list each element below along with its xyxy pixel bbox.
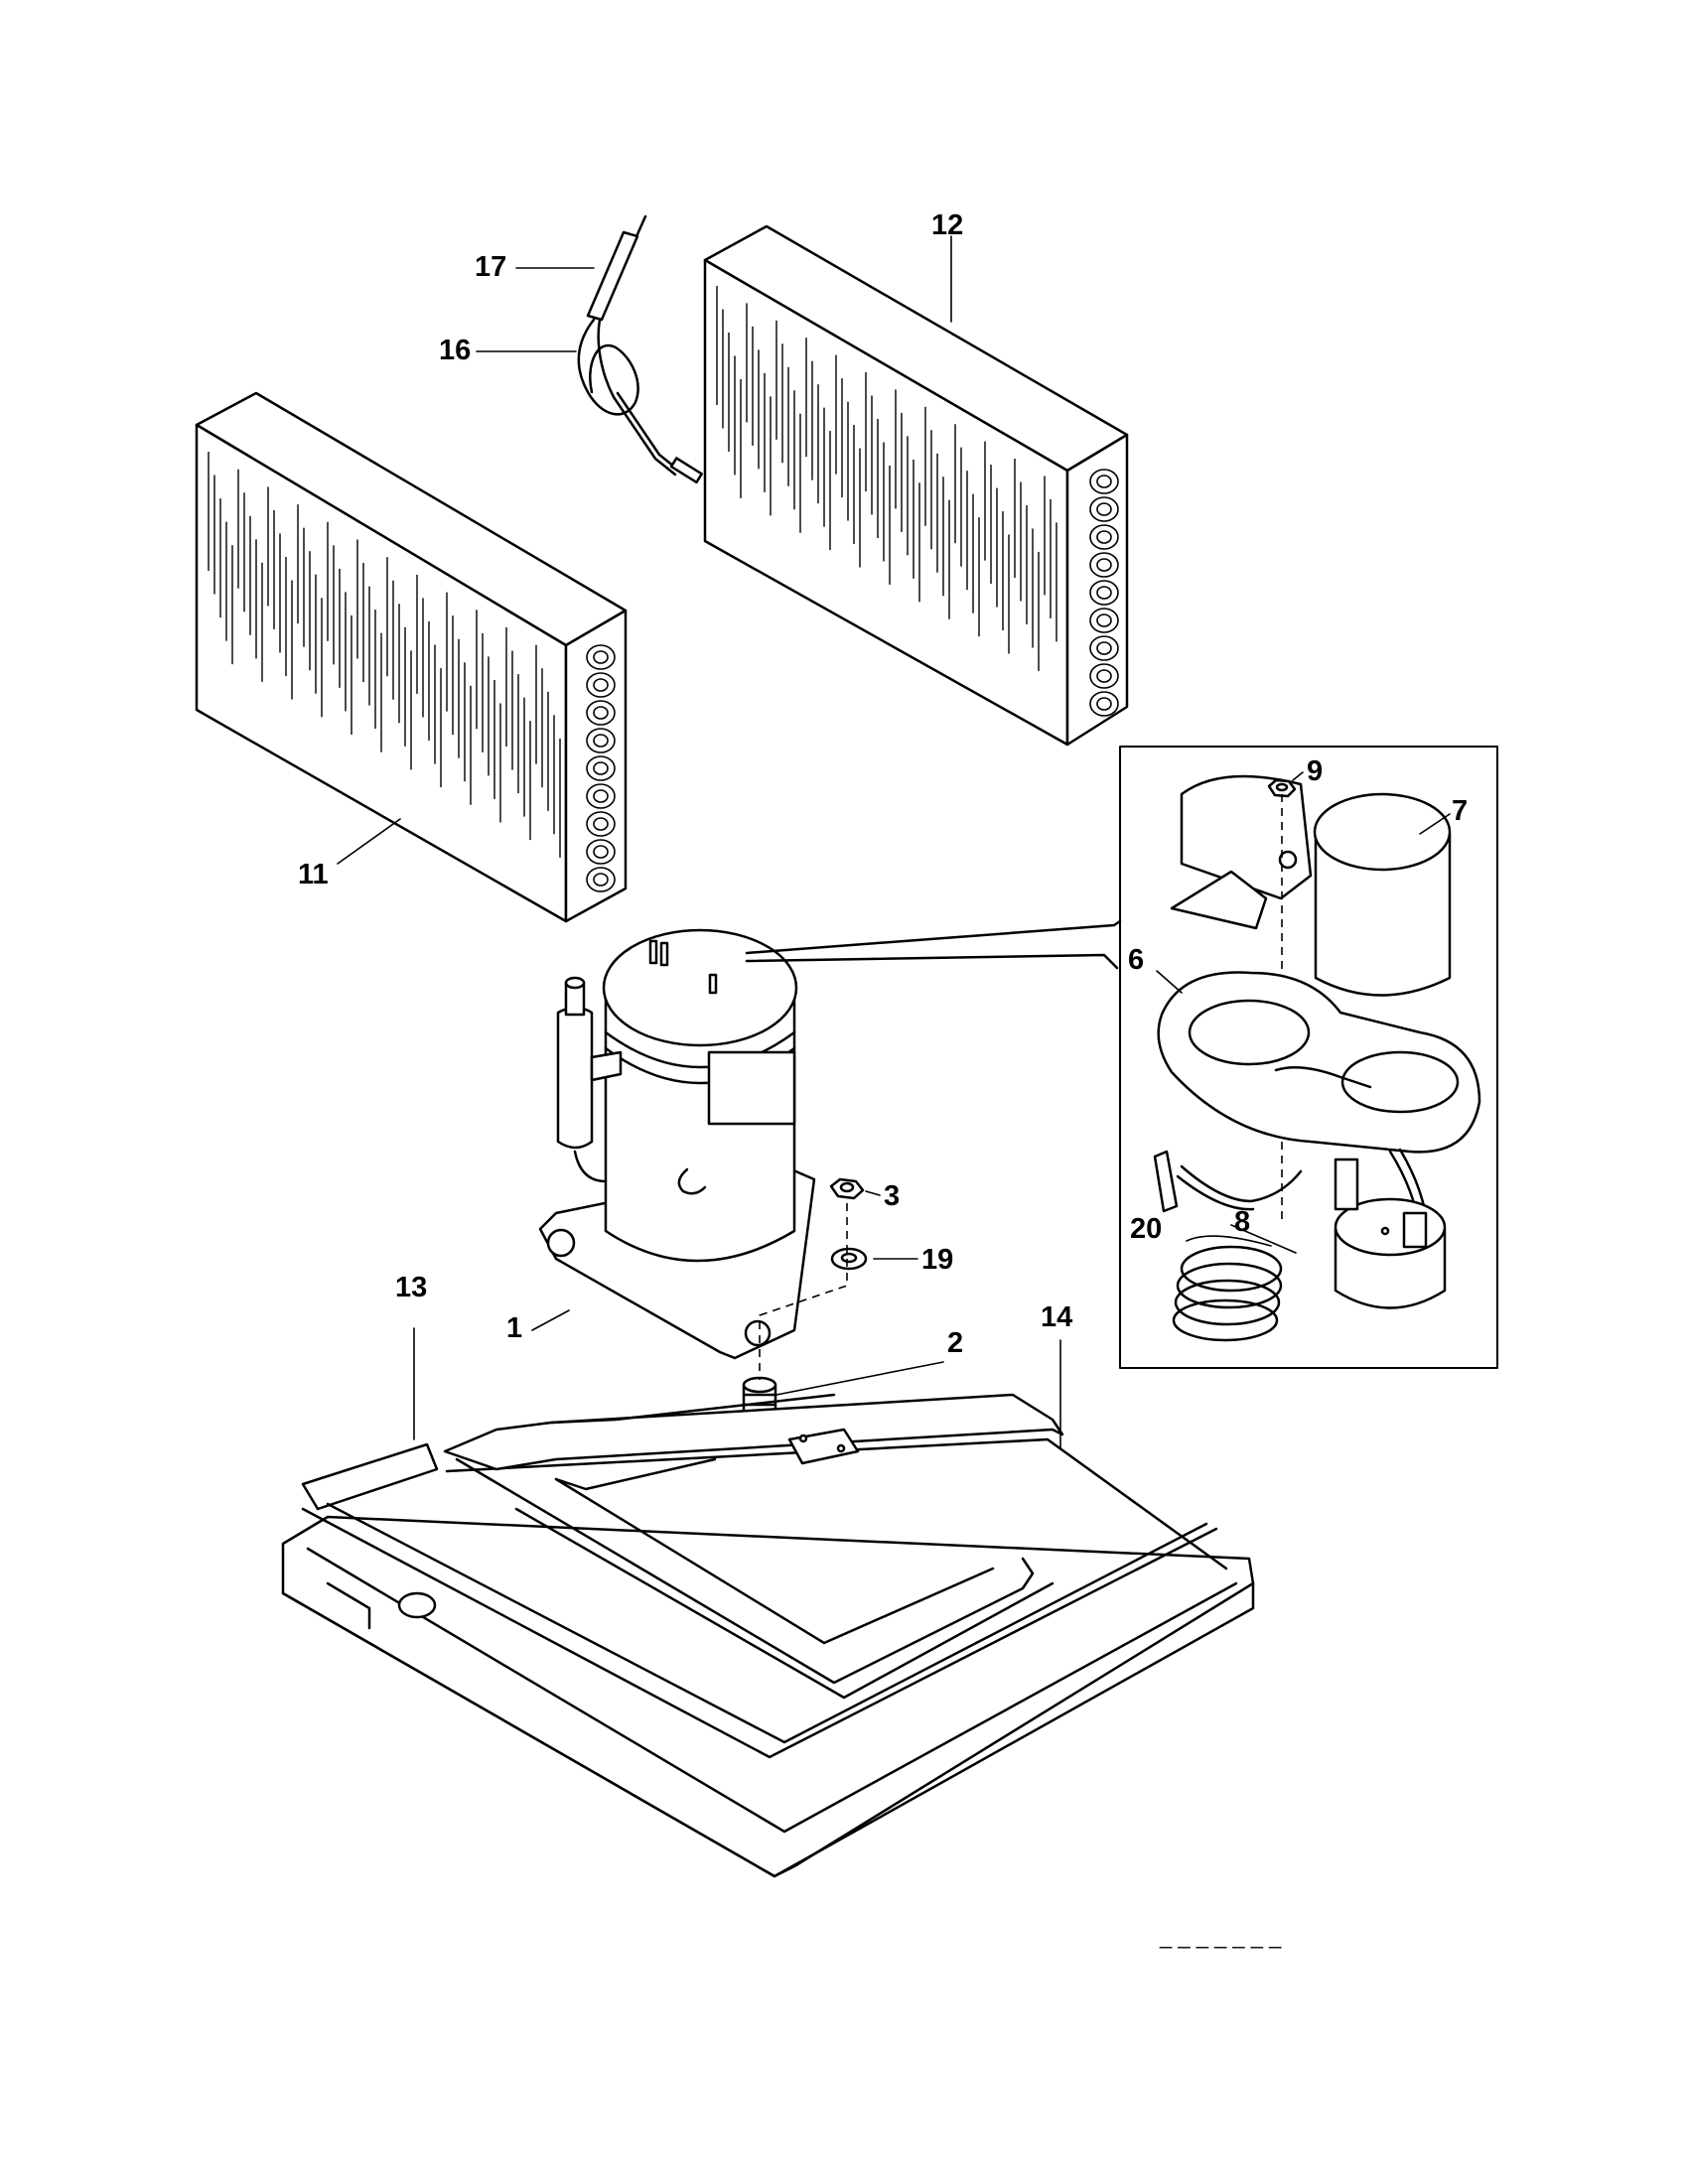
leader-lines <box>337 235 1451 1448</box>
callout-20: 20 <box>1130 1213 1162 1245</box>
callout-12: 12 <box>931 209 963 241</box>
condenser-coil-11 <box>195 391 628 923</box>
callout-14: 14 <box>1041 1301 1072 1333</box>
callout-7: 7 <box>1452 795 1468 827</box>
callout-9: 9 <box>1307 755 1323 787</box>
callout-17: 17 <box>475 251 506 283</box>
base-pan-14 <box>281 1393 1255 1878</box>
callout-1: 1 <box>506 1312 522 1344</box>
terminal-detail-inset <box>745 746 1498 1369</box>
condenser-coil-12 <box>703 224 1129 747</box>
compressor-1 <box>538 928 816 1360</box>
callout-3: 3 <box>884 1180 900 1212</box>
callout-16: 16 <box>439 335 471 366</box>
callout-13: 13 <box>395 1272 427 1303</box>
callout-2: 2 <box>947 1327 963 1359</box>
callout-19: 19 <box>921 1244 953 1276</box>
footer-code: _ _ _ _ _ _ _ <box>1159 1924 1282 1949</box>
callout-labels: 17 16 12 11 9 7 6 8 20 3 19 1 2 13 14 _ … <box>298 209 1468 1949</box>
callout-6: 6 <box>1128 944 1144 976</box>
callout-8: 8 <box>1234 1206 1250 1238</box>
capillary-tube-assembly <box>577 214 703 484</box>
callout-11: 11 <box>298 859 329 890</box>
